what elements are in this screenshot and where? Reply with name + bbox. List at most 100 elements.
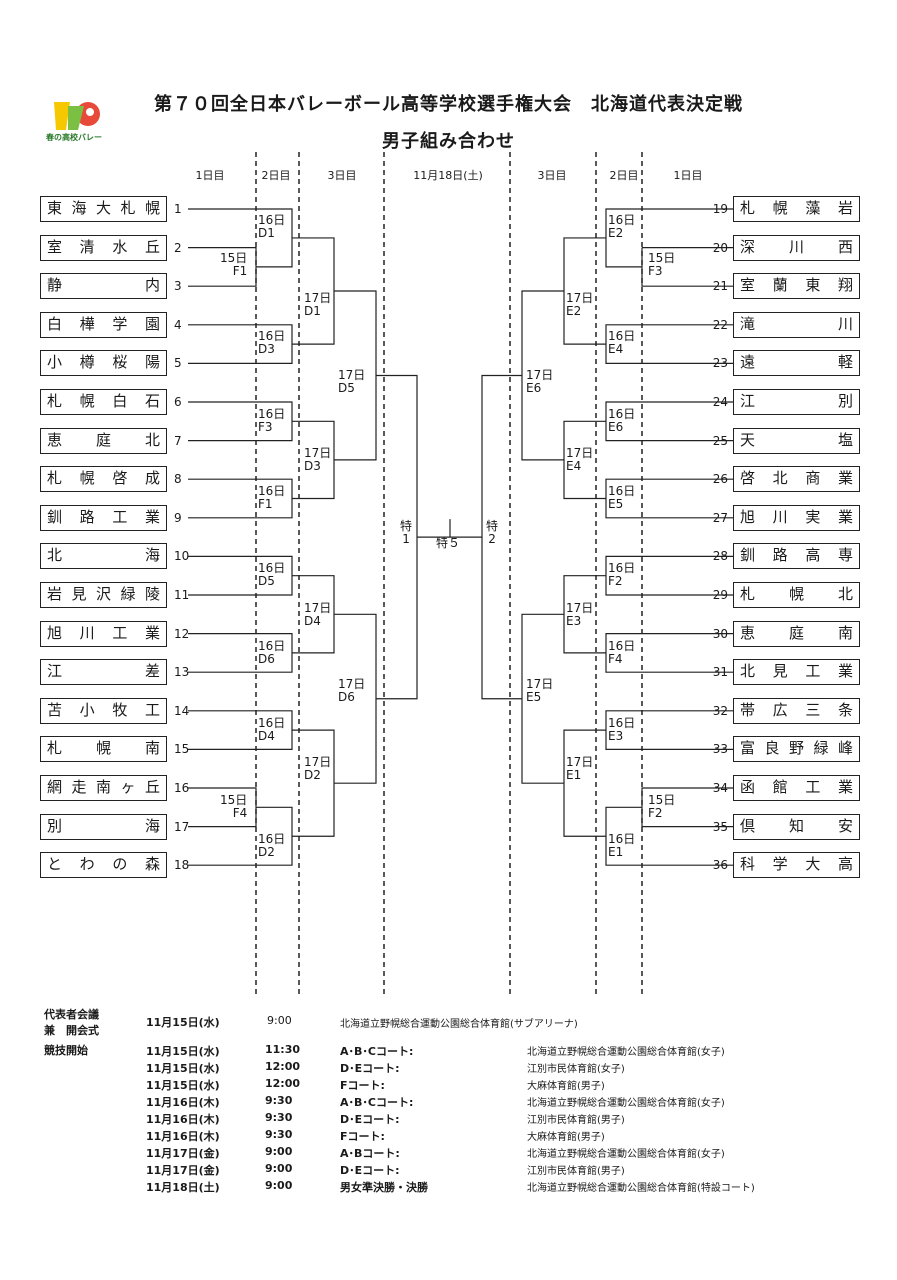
match-date: 16日	[258, 716, 286, 730]
match-date: 17日	[566, 601, 594, 615]
match-code: D6	[338, 690, 355, 704]
schedule-court: A･B･Cコート:	[340, 1096, 414, 1109]
match-date: 16日	[608, 561, 636, 575]
match-date: 16日	[608, 716, 636, 730]
match-date: 15日	[220, 793, 248, 807]
team-box-left: 苫小牧工	[40, 697, 167, 724]
schedule-date: 11月18日(土)	[146, 1181, 220, 1194]
seed-number: 6	[174, 395, 182, 409]
match-code: F1	[258, 497, 273, 511]
seed-number: 8	[174, 472, 182, 487]
team-name: 科学大高	[740, 855, 853, 874]
team-name: 小樽桜陽	[47, 353, 160, 372]
match-date: 17日	[566, 446, 594, 460]
schedule-time: 12:00	[265, 1060, 301, 1073]
team-box-right: 啓北商業	[733, 466, 860, 493]
team-box-left: 東海大札幌	[40, 196, 167, 222]
seed-number: 32	[712, 703, 728, 718]
team-box-left: 北海	[40, 543, 167, 570]
page-title: 第７０回全日本バレーボール高等学校選手権大会 北海道代表決定戦	[154, 94, 743, 115]
team-name: 旭川実業	[740, 507, 853, 526]
seed-number: 35	[712, 819, 728, 834]
schedule-venue: 江別市民体育館(男子)	[527, 1115, 625, 1126]
match-date: 17日	[304, 755, 332, 769]
team-box-left: 網走南ヶ丘	[40, 775, 167, 801]
team-box-right: 恵庭南	[733, 620, 860, 647]
seed-number: 9	[174, 510, 182, 525]
match-code: D1	[258, 226, 275, 240]
seed-number: 12	[174, 626, 190, 641]
match-date: 15日	[648, 793, 676, 807]
team-name: 江別	[740, 392, 853, 410]
schedule-date: 11月15日(水)	[146, 1079, 220, 1092]
match-date: 16日	[258, 484, 286, 498]
match-code: D5	[338, 381, 355, 395]
schedule-time: 12:00	[265, 1077, 301, 1090]
seed-number: 14	[174, 703, 190, 718]
team-box-right: 室蘭東翔	[733, 273, 860, 300]
team-name: 北見工業	[740, 662, 853, 681]
seed-number: 31	[712, 665, 728, 680]
special-match-number: 2	[488, 532, 496, 546]
schedule-court: 男女準決勝・決勝	[340, 1181, 428, 1194]
seed-number: 15	[174, 742, 190, 757]
day-header-right-1: 1日目	[673, 169, 703, 182]
seed-number: 17	[174, 819, 190, 834]
team-name: 函館工業	[740, 778, 853, 796]
match-code: F3	[648, 264, 663, 278]
day-header-left-1: 1日目	[195, 169, 225, 182]
match-date: 16日	[608, 832, 636, 846]
seed-number: 28	[712, 549, 728, 564]
team-box-right: 天塩	[733, 427, 860, 454]
opening-ceremony-label: 兼 開会式	[44, 1024, 99, 1037]
team-box-left: 白樺学園	[40, 311, 167, 338]
schedule-date: 11月16日(木)	[146, 1096, 220, 1109]
match-code: E1	[608, 845, 624, 859]
match-date: 17日	[526, 368, 554, 382]
team-box-right: 釧路高専	[733, 543, 860, 570]
seed-number: 29	[712, 588, 728, 602]
match-date: 15日	[648, 251, 676, 265]
match-code: E4	[608, 342, 624, 356]
match-date: 16日	[258, 639, 286, 653]
match-code: F2	[608, 574, 623, 588]
seed-number: 25	[712, 433, 728, 448]
team-name: 札幌北	[740, 585, 853, 603]
match-date: 16日	[608, 484, 636, 498]
team-name: 江差	[47, 662, 160, 681]
team-box-left: 恵庭北	[40, 427, 167, 454]
match-date: 16日	[608, 213, 636, 227]
seed-number: 30	[712, 626, 728, 641]
team-box-right: 深川西	[733, 234, 860, 261]
team-name: 岩見沢緑陵	[47, 585, 160, 603]
schedule-court: Fコート:	[340, 1130, 385, 1143]
team-name: 白樺学園	[47, 314, 160, 333]
bracket-line	[188, 247, 257, 287]
schedule-date: 11月15日(水)	[146, 1062, 220, 1075]
schedule-venue: 北海道立野幌総合運動公園総合体育館(女子)	[527, 1047, 725, 1058]
team-name: 東海大札幌	[47, 199, 160, 217]
match-code: D5	[258, 574, 275, 588]
seed-number: 18	[174, 858, 190, 873]
schedule-court: D･Eコート:	[340, 1113, 400, 1126]
seed-number: 20	[712, 240, 728, 255]
schedule-date: 11月16日(木)	[146, 1130, 220, 1143]
seed-number: 7	[174, 433, 182, 448]
match-date: 17日	[304, 291, 332, 305]
